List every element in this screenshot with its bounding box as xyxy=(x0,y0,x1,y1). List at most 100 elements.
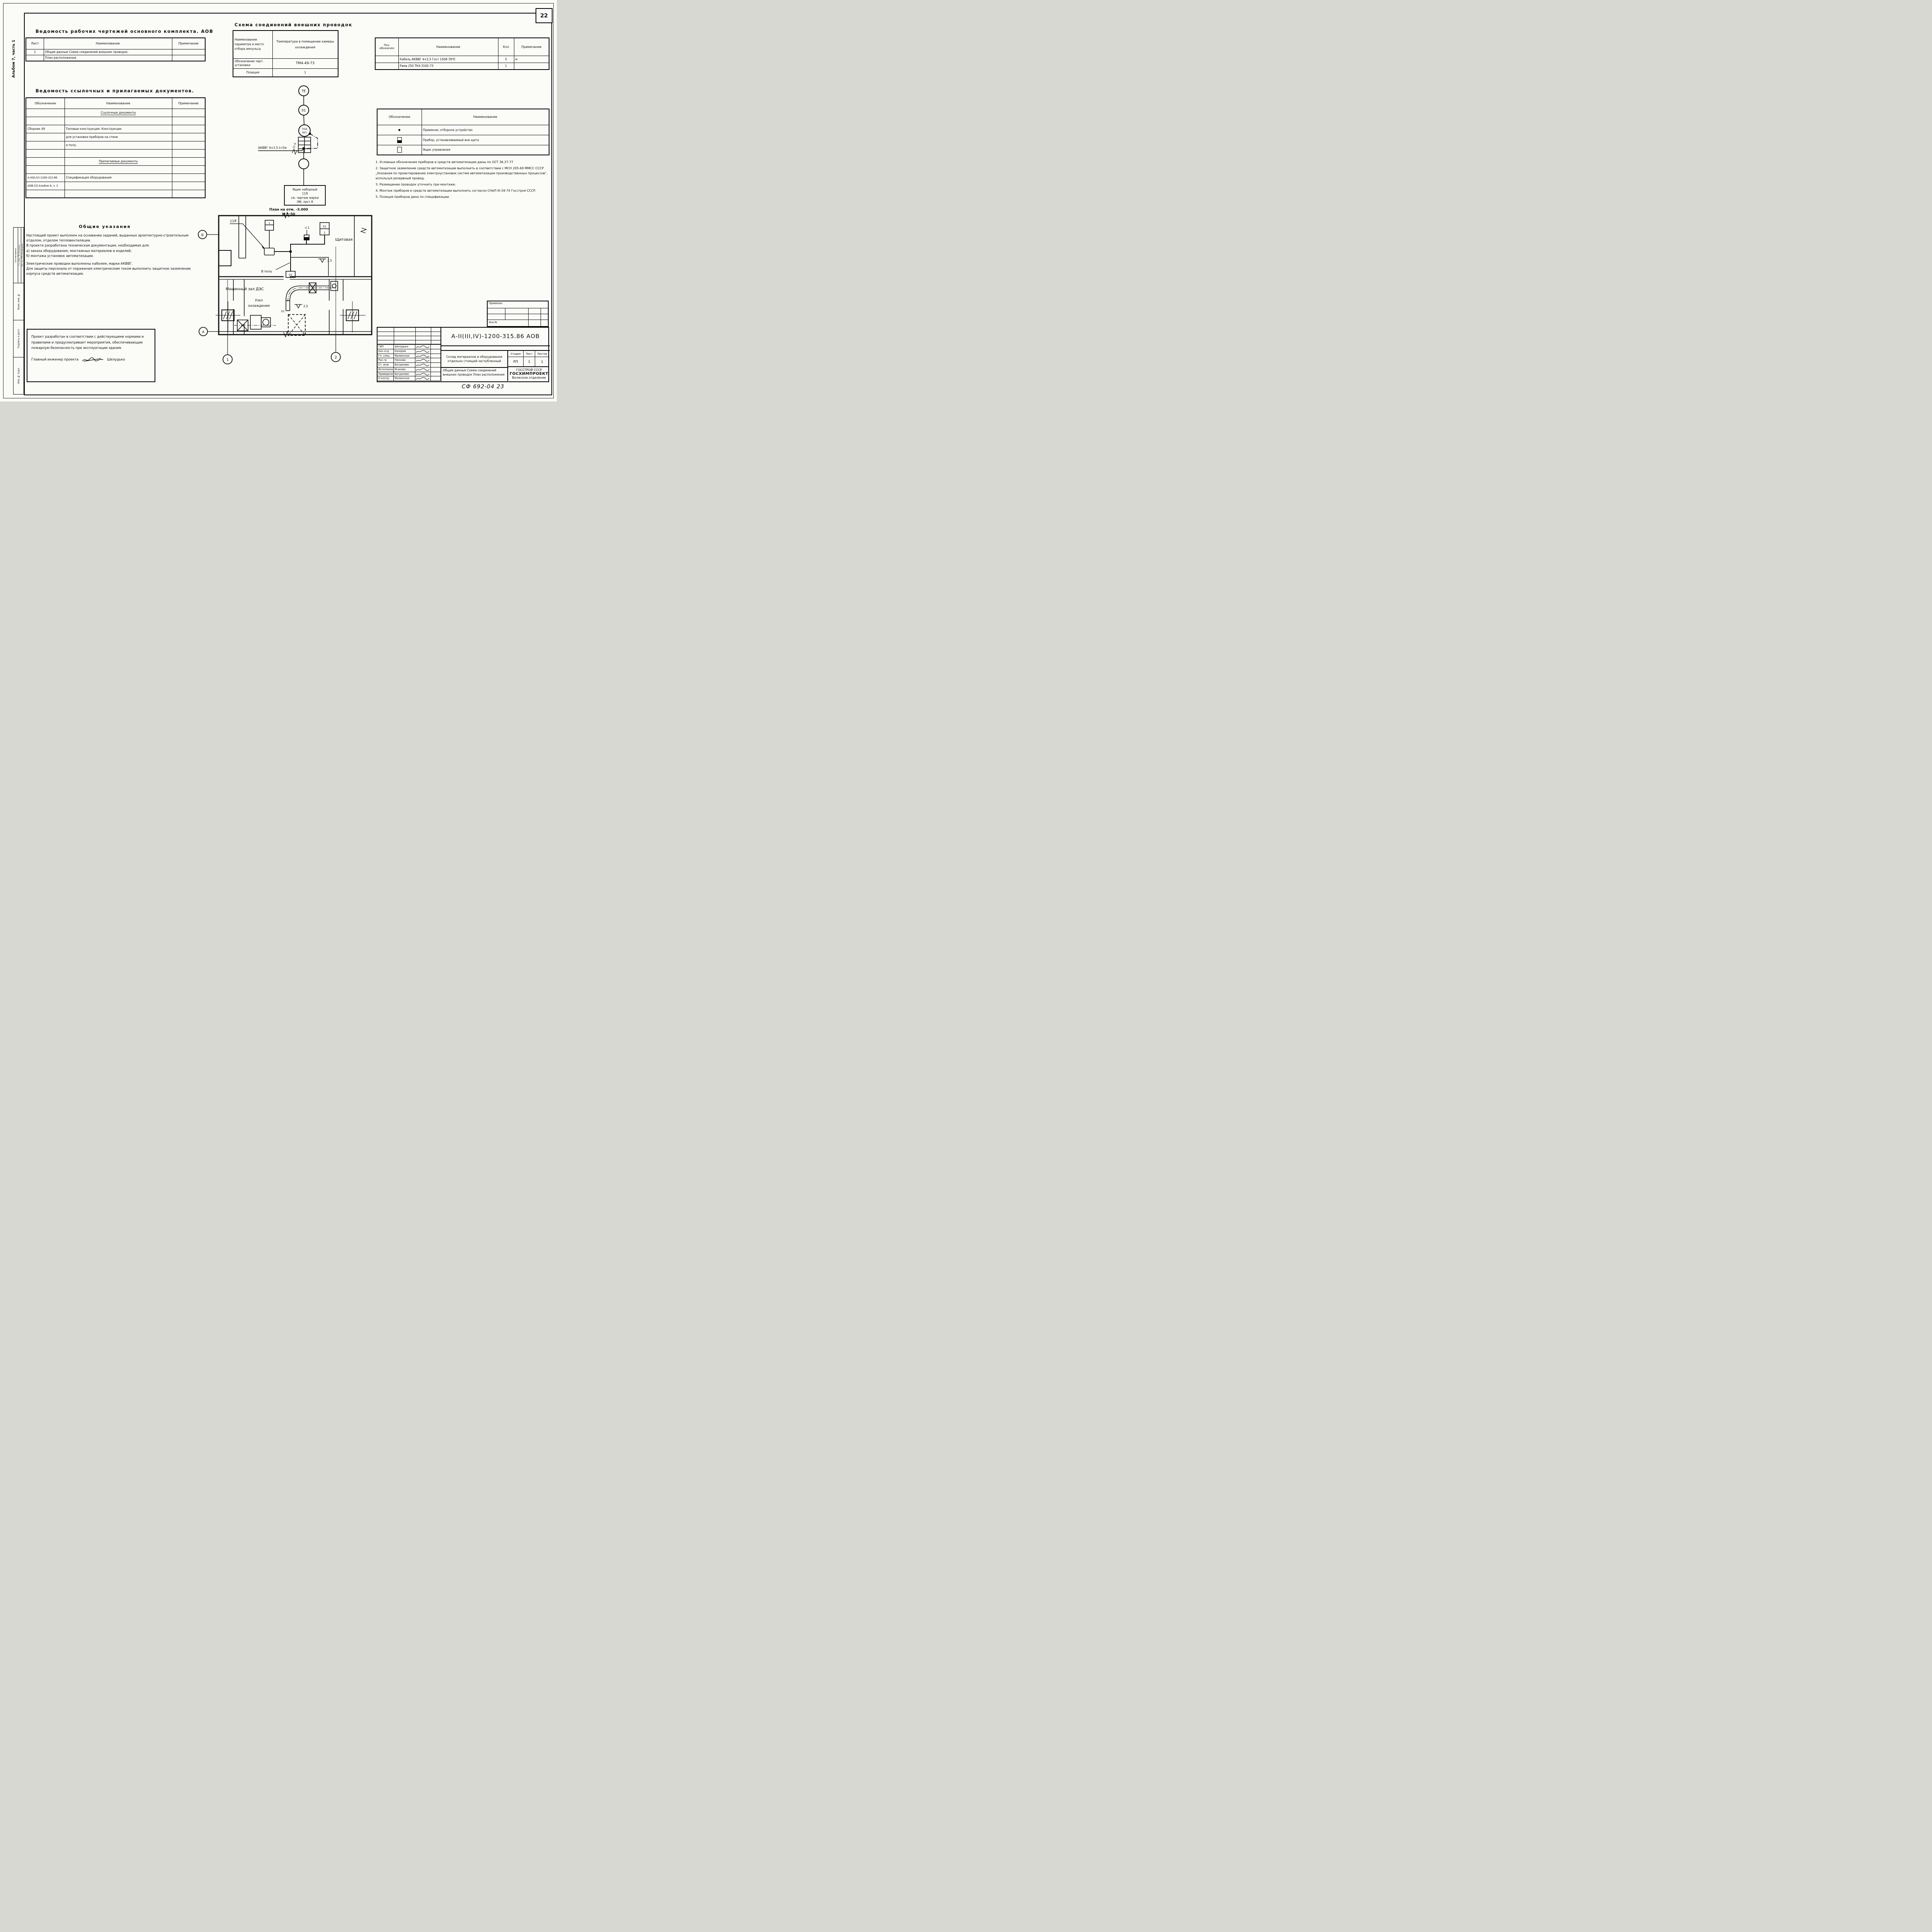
chief-engineer-signature xyxy=(82,357,104,363)
general-note-line: Электрические проводки выполнены кабелем… xyxy=(26,262,133,266)
col-header: Примечание xyxy=(172,97,206,109)
table-row xyxy=(26,116,206,125)
titleblock-signature xyxy=(415,349,431,354)
plan-tag-1: 1 xyxy=(269,222,270,225)
general-note-line: б) монтажа установок автоматизации. xyxy=(26,254,94,258)
reference-register-title: Ведомость ссылочных и прилагаемых докуме… xyxy=(36,88,194,94)
note-item: 2. Защитное заземление средств автоматиз… xyxy=(376,166,548,180)
axis-bubble-a: А xyxy=(202,330,205,334)
titleblock-role: Ст. инж xyxy=(378,363,394,367)
titleblock-role: Н контр. xyxy=(378,376,394,381)
footer-document-code: СФ 692-04 23 xyxy=(462,384,505,390)
organization-cell: ГОССТРОЙ СССР ГОСХИМПРОЕКТ Волжское отде… xyxy=(508,368,550,381)
annex-table: Привязан Инв № xyxy=(487,301,549,327)
note-item: 1. Условные обозначения приборов и средс… xyxy=(376,160,514,164)
note-item: 4. Монтаж приборов и средств автоматизац… xyxy=(376,189,536,192)
legend-row: Приемное, отборное устройство xyxy=(377,124,549,135)
drawing-sheet: 22 Альбом 7, часть 1 Согласовано: Гл. сп… xyxy=(0,0,557,401)
table-row xyxy=(26,165,206,174)
stage-table: Стадия Лист Листов РП 1 1 xyxy=(508,351,550,368)
table-row: Рама 250 ТК4-3165-73 1 xyxy=(375,62,549,70)
titleblock-signature xyxy=(415,376,431,381)
titleblock-extra xyxy=(431,363,441,367)
titleblock-extra xyxy=(431,367,441,372)
notes-list: 1. Условные обозначения приборов и средс… xyxy=(376,160,550,201)
plan-label-11ya: 11Я xyxy=(230,219,236,223)
signer-name: Шелудько xyxy=(107,357,125,362)
junction-box-line2: 11Я xyxy=(302,192,308,196)
table-row xyxy=(26,149,206,158)
terminal-tag: 11-9 xyxy=(292,143,297,149)
node-te-label: ТЕ xyxy=(301,90,306,94)
junction-box-line1: Ящик наборный xyxy=(293,188,317,191)
wiring-schema-title: Схема соединений внешних проводок xyxy=(235,22,352,27)
titleblock-role: Рук гр xyxy=(378,358,394,363)
cable-label: АКВВГ 4×2,5 ℓ=5м xyxy=(258,146,287,150)
titleblock-name: Шелудько xyxy=(394,345,415,349)
titleblock-extra xyxy=(431,354,441,359)
compliance-text: Проект разработан в соответствии с дейст… xyxy=(31,335,144,350)
project-name-cell: Склад материалов и оборудования отдельно… xyxy=(441,351,508,368)
plan-tag-01-low: 01 xyxy=(281,310,285,313)
junction-box-line3: см. чертеж марки xyxy=(291,196,319,200)
general-note-line: Для защиты персонала от поражения электр… xyxy=(26,267,191,276)
table-row: Обозначение черт. установки ТМ4-49-73 xyxy=(233,58,338,69)
room-label-cooling-2: охлаждения xyxy=(248,304,270,308)
table-row: Позиция 1 xyxy=(233,68,338,77)
plan-label-p1: п.1 xyxy=(305,226,310,230)
table-row: для установки приборов на стене xyxy=(26,133,206,141)
note-item: 5. Позиция приборов дана по спецификации… xyxy=(376,195,450,199)
control-box-icon xyxy=(397,147,402,153)
titleblock-signature xyxy=(415,358,431,363)
inventory-number-label: Инв № xyxy=(489,321,497,324)
col-header: Лист xyxy=(26,37,44,49)
table-row: План расположения. xyxy=(26,54,206,61)
titleblock-extra xyxy=(431,358,441,363)
titleblock-name: Малинская xyxy=(394,354,415,359)
table-row: и полу. xyxy=(26,141,206,150)
legend-row: Ящик управления xyxy=(377,145,549,155)
approved-cell: Согласовано: xyxy=(14,228,18,283)
legend-table: Обозначение Наименование Приемное, отбор… xyxy=(377,109,549,155)
titleblock-signature xyxy=(415,345,431,349)
doc-number-cell: А-II(III,IV)-1200-315.86 АОВ xyxy=(441,328,550,346)
note-item: 3. Размещение проводок уточнить при монт… xyxy=(376,182,456,186)
section-row: Ссылочные документы xyxy=(26,108,206,117)
legend-row: Прибор, устанавливаемый вне щита xyxy=(377,134,549,145)
titleblock-name: Конорев xyxy=(394,349,415,354)
junction-box-line4: ЭМ, лист 8 xyxy=(297,200,313,204)
org-line-2: ГОСХИМПРОЕКТ xyxy=(509,372,549,376)
col-header: Наименование xyxy=(64,97,172,109)
org-line-3: Волжское отделение xyxy=(512,376,546,379)
titleblock-name: Исакова xyxy=(394,367,415,372)
field-instrument-icon xyxy=(397,137,402,143)
general-notes-title: Общие указания xyxy=(79,224,131,229)
node-sk-label-2: SK1 xyxy=(302,131,307,134)
plan-elev-lower: 2,5 xyxy=(303,304,308,308)
page-number: 22 xyxy=(540,12,548,19)
section-title: Прилагаемые документы xyxy=(64,157,172,166)
pickup-device-icon xyxy=(398,129,401,131)
titleblock-name: Богданова xyxy=(394,372,415,377)
titleblock-signature xyxy=(415,363,431,367)
approved-sig2: Рук. гр. ОТВ Звондырева xyxy=(21,228,24,283)
drawing-frame xyxy=(24,13,552,395)
table-row: АОВ.СО Альбом 8, ч. 2 xyxy=(26,181,206,190)
titleblock-name: Пискова xyxy=(394,358,415,363)
sheet-outer-border xyxy=(3,3,554,398)
titleblock-signature xyxy=(415,372,431,377)
doc-number: А-II(III,IV)-1200-315.86 АОВ xyxy=(451,333,540,340)
col-header: Примечание xyxy=(172,37,206,49)
plan-tag-01-mid: 01 xyxy=(289,274,293,277)
col-header: Наименование xyxy=(43,37,172,49)
col-header: Обозначение xyxy=(26,97,65,109)
field-podpis-data: Подпись и дата xyxy=(14,320,24,357)
wiring-schema-table: Наименование параметра и место отбора им… xyxy=(233,30,338,77)
table-row: Кабель АКВВГ 4×2,5 Гост 1508-78*Е 5 м xyxy=(375,55,549,63)
worksheet-register-title: Ведомость рабочих чертежей основного ком… xyxy=(36,29,214,34)
field-vzam-inv: Взам. инв. № xyxy=(14,283,24,320)
general-notes-text: Настоящий проект выполнен на основании з… xyxy=(26,233,197,277)
left-margin-strip: Согласовано: Гл. спец. ТО Петренко Рук. … xyxy=(13,227,24,395)
plan-caption: План на отм. -3.000 xyxy=(269,208,308,212)
